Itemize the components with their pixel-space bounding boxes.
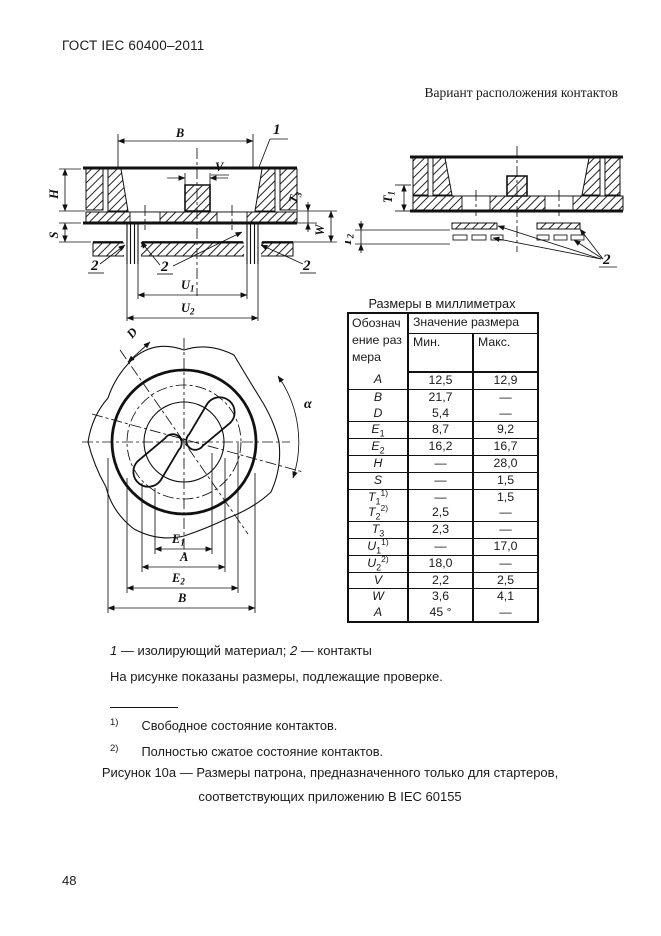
- table-row: U22)18,0—: [348, 554, 539, 573]
- footnote-2-ref: 2): [110, 743, 119, 754]
- col-header-designation: Обозначение размера: [348, 313, 409, 372]
- table-row: H—28,0: [348, 455, 539, 473]
- dim-label-v: V: [215, 160, 225, 174]
- footnote-1-text: Свободное состояние контактов.: [141, 718, 338, 734]
- dim-label-t1: T1: [381, 191, 397, 203]
- dim-label-t3: T3: [286, 189, 305, 206]
- variant-title: Вариант расположения контактов: [424, 85, 618, 100]
- footnote-2-text: Полностью сжатое состояние контактов.: [141, 744, 384, 760]
- dim-label-t2: T2: [345, 233, 356, 246]
- footnote-1: 1) Свободное состояние контактов.: [110, 717, 337, 733]
- table-row: T22)2,5—: [348, 504, 539, 523]
- contact-pins: [126, 223, 259, 264]
- section-right-dimensions: T1 T2 2: [345, 184, 617, 268]
- footnote-1-ref: 1): [110, 717, 119, 728]
- figure-section-left: B 1 V H S: [47, 122, 337, 321]
- footnote-separator: [110, 707, 178, 708]
- figure-caption-line1: Рисунок 10а — Размеры патрона, предназна…: [101, 765, 559, 780]
- section-left-body: [83, 148, 298, 296]
- dim-label-alpha: α: [304, 397, 312, 412]
- table-title: Размеры в миллиметрах: [368, 296, 516, 311]
- dim-label-u1: U1: [181, 278, 195, 294]
- front-view-dimensions: D α E1 A E2 B: [107, 328, 312, 613]
- callout-2-right: 2: [302, 258, 311, 274]
- dim-label-e1: E1: [171, 532, 185, 548]
- front-view-body: [82, 338, 304, 558]
- legend-ref-1: 1: [110, 643, 118, 658]
- callout-1: 1: [273, 122, 281, 138]
- legend-ref-2: 2: [289, 643, 298, 658]
- legend-text-2: — контакты: [297, 643, 372, 658]
- section-right-body: [410, 146, 624, 252]
- dim-label-a: A: [179, 550, 188, 564]
- dim-label-s: S: [47, 231, 61, 238]
- compressed-contact-strips: [452, 234, 585, 241]
- callout-2-center: 2: [160, 259, 169, 275]
- dim-label-w: W: [313, 224, 327, 236]
- section-left-dimensions: B 1 V H S: [47, 122, 337, 321]
- figure-legend: 1 — изолирующий материал; 2 — контакты: [110, 643, 372, 658]
- dim-label-h: H: [47, 188, 61, 200]
- figure-caption-line2: соответствующих приложению В IEC 60155: [198, 789, 462, 804]
- table-row: T11)—1,5: [348, 488, 538, 506]
- page-number: 48: [62, 873, 77, 888]
- table-row: U11)—17,0: [348, 538, 539, 556]
- callout-2-left: 2: [90, 258, 99, 274]
- dim-label-d: D: [123, 328, 140, 342]
- dim-label-b: B: [177, 591, 186, 605]
- figure-front-view: D α E1 A E2 B: [82, 328, 312, 613]
- check-note: На рисунке показаны размеры, подлежащие …: [110, 669, 443, 684]
- dimension-table: Обозначение размера Значение размера Мин…: [347, 312, 540, 623]
- table-row: S—1,5: [348, 472, 539, 490]
- col-header-max: Макс.: [473, 333, 539, 373]
- footnote-2: 2) Полностью сжатое состояние контактов.: [110, 743, 383, 759]
- callout-2: 2: [602, 252, 611, 268]
- dim-label-e2: E2: [171, 571, 185, 587]
- figure-section-right: T1 T2 2: [345, 146, 624, 268]
- doc-number: ГОСТ IEC 60400–2011: [62, 38, 205, 53]
- dim-label-b: B: [175, 126, 184, 140]
- col-header-min: Мин.: [408, 333, 474, 373]
- col-header-value: Значение размера: [408, 313, 539, 334]
- dim-label-u2: U2: [181, 301, 195, 317]
- legend-text-1: — изолирующий материал;: [117, 643, 290, 658]
- contact-slot-lower: [132, 433, 183, 488]
- contact-slot-upper: [185, 396, 236, 451]
